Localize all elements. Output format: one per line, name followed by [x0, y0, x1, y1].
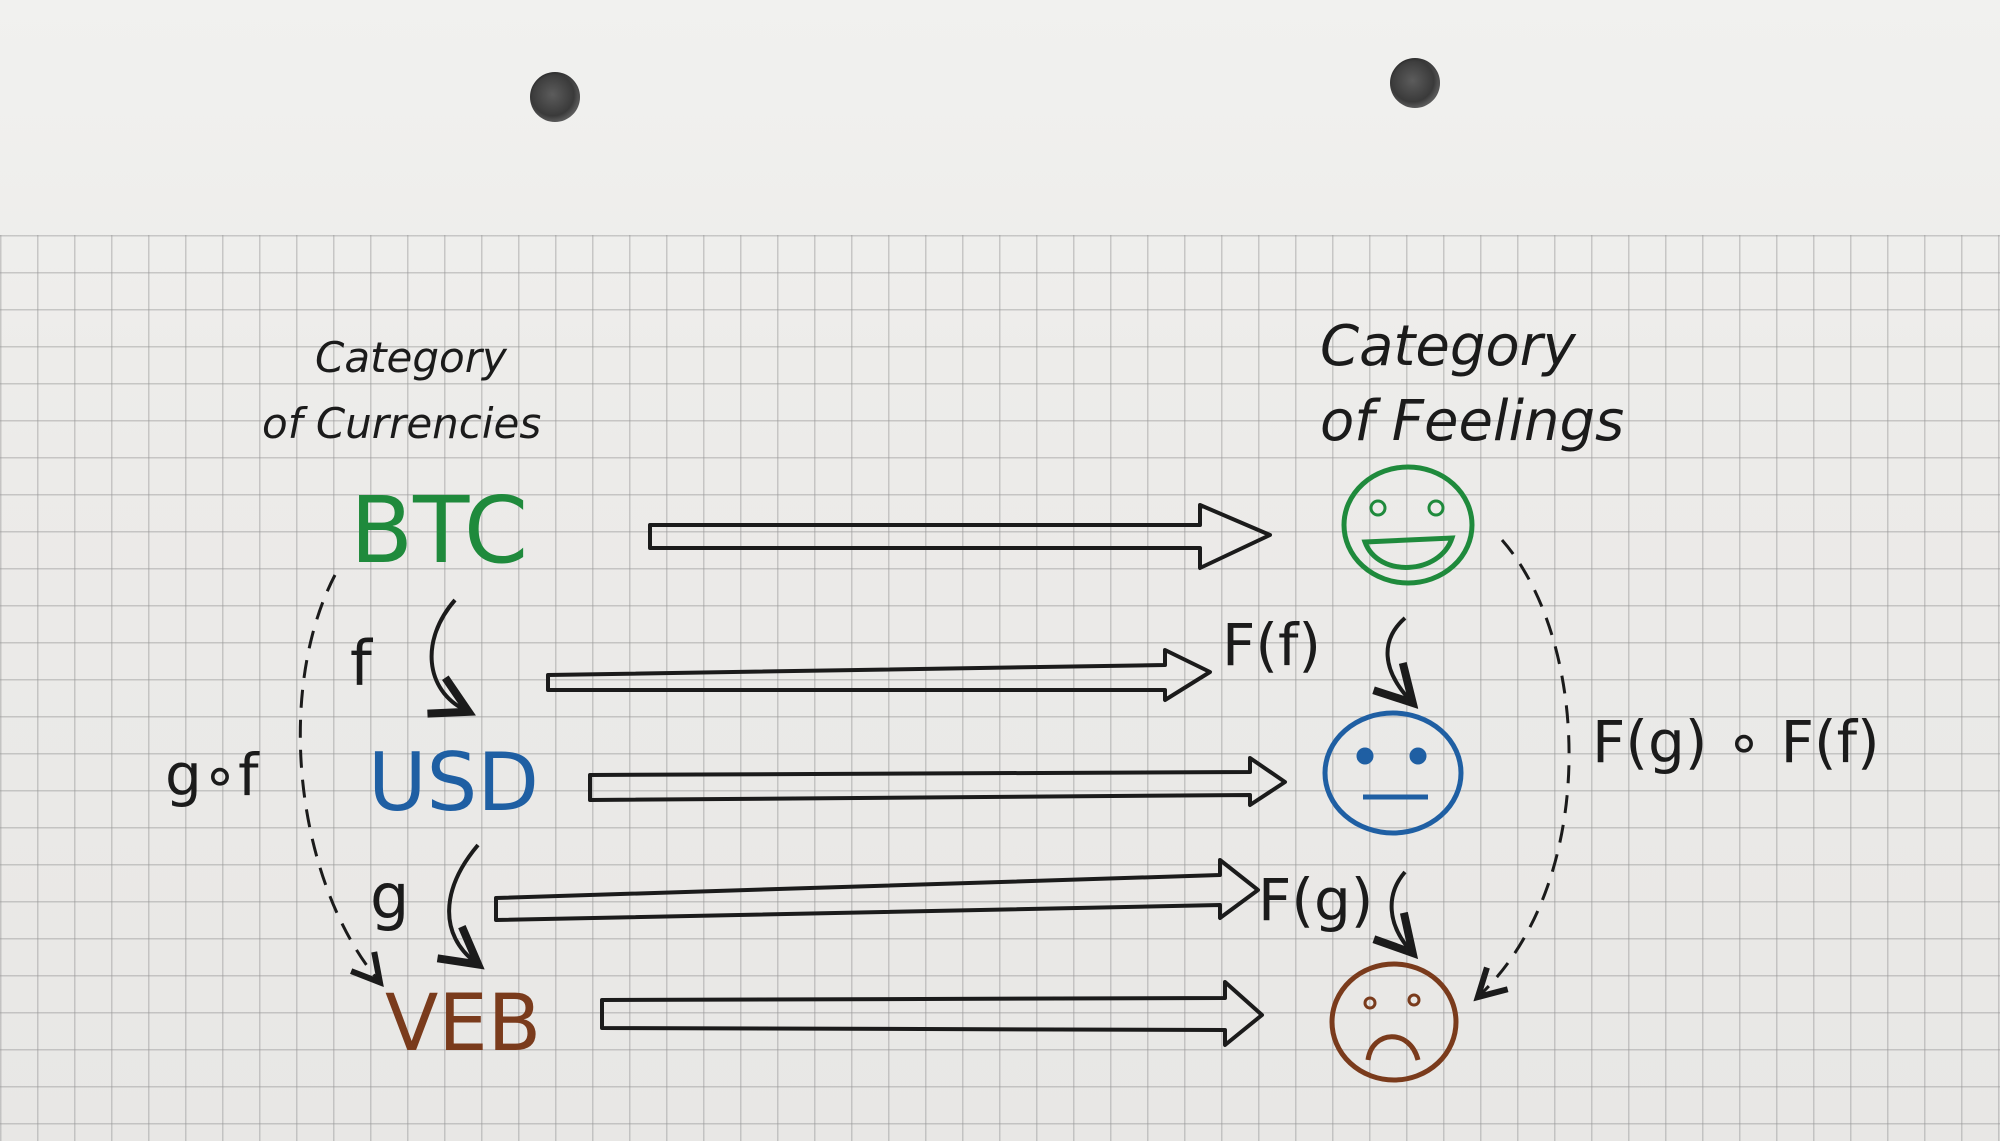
left-category-line1: Category	[315, 333, 508, 382]
composite-morphism-arrow	[298, 574, 378, 980]
right-category-line1: Category	[1320, 314, 1577, 379]
functor-composite-label: F(g) ∘ F(f)	[1592, 708, 1880, 776]
functor-composite-arrow	[1480, 539, 1571, 995]
morphism-g-arrow	[449, 843, 478, 962]
happy-face-icon	[1341, 464, 1475, 586]
functor-image-f-label: F(f)	[1222, 611, 1321, 679]
functor-arrow-veb	[600, 980, 1264, 1047]
functor-arrow-usd	[588, 756, 1287, 807]
morphism-f-label: f	[350, 627, 374, 700]
punch-hole-right	[1390, 58, 1440, 108]
functor-arrow-f	[546, 648, 1212, 702]
composite-morphism-label: g∘f	[165, 741, 260, 809]
functor-image-f-arrow	[1388, 616, 1410, 700]
left-category-line2: of Currencies	[262, 399, 541, 448]
object-usd: USD	[368, 736, 539, 829]
functor-image-g-arrow	[1392, 870, 1410, 950]
functor-arrow-g	[494, 858, 1260, 922]
right-category-line2: of Feelings	[1320, 389, 1624, 454]
morphism-f-arrow	[432, 598, 465, 710]
object-veb: VEB	[385, 979, 541, 1069]
object-btc: BTC	[350, 477, 528, 584]
sad-face-icon	[1329, 961, 1459, 1083]
functor-image-g-label: F(g)	[1258, 866, 1373, 934]
neutral-face-icon	[1322, 710, 1464, 836]
morphism-g-label: g	[370, 860, 409, 933]
functor-arrow-btc	[648, 503, 1272, 570]
punch-hole-left	[530, 72, 580, 122]
